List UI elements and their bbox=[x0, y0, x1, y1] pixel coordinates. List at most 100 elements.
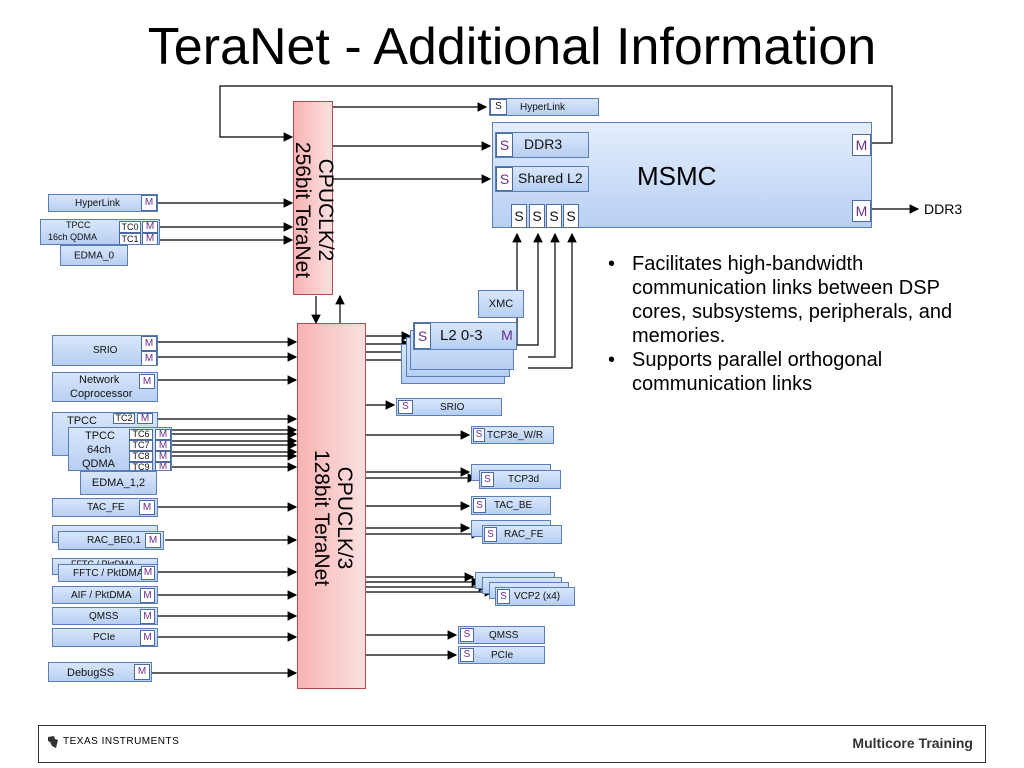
master-tag: M bbox=[145, 533, 161, 548]
master-tag: M bbox=[137, 413, 153, 424]
msmc-master-tag-top: M bbox=[852, 134, 871, 156]
msmc-core-slave-2: S bbox=[529, 204, 545, 228]
master-tag: M bbox=[140, 609, 155, 624]
vcp2-label: VCP2 (x4) bbox=[514, 591, 561, 602]
master-tag: M bbox=[140, 588, 155, 603]
msmc-core-slave-3: S bbox=[546, 204, 562, 228]
master-tag: M bbox=[155, 440, 171, 451]
tac-fe-label: TAC_FE bbox=[87, 502, 125, 513]
slave-tag: S bbox=[497, 589, 510, 604]
pcie-master-label: PCIe bbox=[93, 632, 116, 643]
tc9-tag: TC9 bbox=[129, 462, 153, 470]
hyperlink-slave: S HyperLink bbox=[489, 98, 599, 116]
tc7-tag: TC7 bbox=[129, 440, 153, 451]
tpcc64-front-name: TPCC bbox=[85, 430, 115, 442]
teranet-128bit: CPUCLK/3 128bit TeraNet bbox=[297, 323, 366, 689]
msmc-sharedl2-label: Shared L2 bbox=[518, 170, 583, 186]
network-label: Network bbox=[79, 374, 120, 386]
hyperlink-master: HyperLink M bbox=[48, 194, 158, 212]
tpcc64-back-name: TPCC bbox=[67, 415, 97, 427]
pcie-slave-label: PCIe bbox=[491, 650, 514, 661]
qmss-slave-label: QMSS bbox=[489, 630, 519, 641]
ti-brand: TEXAS INSTRUMENTS bbox=[63, 736, 180, 747]
bullet-item: Facilitates high-bandwidth communication… bbox=[604, 252, 984, 348]
footer-bar: TEXAS INSTRUMENTS Multicore Training bbox=[38, 725, 986, 763]
tcp3d-label: TCP3d bbox=[508, 474, 540, 485]
msmc-block: MSMC S DDR3 S Shared L2 M M S S S S bbox=[492, 122, 872, 228]
info-bullets: Facilitates high-bandwidth communication… bbox=[604, 252, 984, 396]
aif-master: AIF / PktDMA M bbox=[52, 586, 158, 604]
msmc-label: MSMC bbox=[637, 161, 717, 191]
pcie-slave: S PCIe bbox=[458, 646, 545, 664]
slave-tag: S bbox=[481, 472, 494, 487]
slave-tag: S bbox=[414, 323, 431, 349]
debugss-label: DebugSS bbox=[67, 667, 115, 679]
msmc-ddr3-port: S DDR3 bbox=[495, 132, 589, 158]
tac-fe-master: TAC_FE M bbox=[52, 498, 158, 517]
tpcc64-front-channels: 64ch bbox=[87, 444, 111, 456]
master-tag: M bbox=[139, 500, 155, 515]
teranet-256bit: CPUCLK/2 256bit TeraNet bbox=[291, 101, 337, 295]
master-tag: M bbox=[142, 221, 158, 233]
qmss-master-label: QMSS bbox=[89, 611, 119, 622]
coprocessor-label: Coprocessor bbox=[70, 388, 133, 400]
master-tag: M bbox=[142, 233, 158, 244]
qmss-slave: S QMSS bbox=[458, 626, 545, 644]
msmc-external-ddr3: DDR3 bbox=[924, 201, 963, 217]
xmc-block: XMC bbox=[478, 290, 524, 318]
slave-tag: S bbox=[473, 498, 486, 513]
teranet-256bit-width: 256bit TeraNet bbox=[291, 141, 314, 279]
debugss-master: DebugSS M bbox=[48, 662, 152, 682]
tpcc16-block: TPCC 16ch QDMA TC0 M TC1 M bbox=[40, 219, 160, 245]
edma0-label: EDMA_0 bbox=[73, 250, 114, 261]
master-tag: M bbox=[141, 336, 157, 351]
qmss-master: QMSS M bbox=[52, 607, 158, 625]
srio-slave-label: SRIO bbox=[440, 402, 465, 413]
tc1-tag: TC1 bbox=[119, 233, 141, 244]
master-tag: M bbox=[134, 664, 150, 680]
network-coprocessor: Network Coprocessor M bbox=[52, 372, 158, 402]
msmc-core-slave-1: S bbox=[511, 204, 527, 228]
edma0-block: EDMA_0 bbox=[60, 245, 128, 266]
l2-label: L2 0-3 bbox=[440, 327, 483, 344]
slave-tag: S bbox=[398, 400, 413, 414]
srio-master: SRIO M M bbox=[52, 335, 158, 366]
master-tag: M bbox=[139, 374, 155, 389]
master-tag: M bbox=[155, 429, 171, 440]
slave-tag: S bbox=[460, 648, 474, 662]
edma12-block: EDMA_1,2 bbox=[80, 471, 157, 495]
master-tag: M bbox=[141, 351, 157, 365]
msmc-ddr3-label: DDR3 bbox=[524, 136, 563, 152]
master-tag: M bbox=[155, 462, 171, 470]
hyperlink-master-label: HyperLink bbox=[75, 198, 121, 209]
fftc-front-label: FFTC / PktDMA bbox=[73, 568, 144, 579]
teranet-128bit-clock: CPUCLK/3 bbox=[333, 466, 356, 570]
bullet-item: Supports parallel orthogonal communicati… bbox=[604, 348, 984, 396]
slave-tag: S bbox=[460, 628, 474, 642]
tpcc16-name: TPCC bbox=[66, 220, 91, 230]
slave-tag: S bbox=[496, 133, 513, 157]
tcp3d-slave: S TCP3d bbox=[479, 470, 561, 489]
ti-logo-icon bbox=[47, 735, 59, 749]
master-tag: M bbox=[141, 566, 155, 580]
l2-memory: S L2 0-3 M bbox=[413, 322, 517, 350]
edma12-label: EDMA_1,2 bbox=[91, 476, 146, 489]
xmc-label: XMC bbox=[488, 297, 514, 310]
hyperlink-slave-label: HyperLink bbox=[520, 102, 566, 113]
tcp3e-label: TCP3e_W/R bbox=[487, 430, 544, 441]
msmc-sharedl2-port: S Shared L2 bbox=[495, 166, 589, 192]
tpcc16-channels: 16ch QDMA bbox=[48, 232, 98, 242]
slave-tag: S bbox=[490, 99, 507, 115]
slave-tag: S bbox=[473, 428, 485, 442]
tac-be-slave: S TAC_BE bbox=[471, 496, 551, 515]
tpcc64-front: TPCC 64ch QDMA TC6 M TC7 M TC8 M TC9 M bbox=[68, 427, 172, 471]
rac-be-master: RAC_BE0,1 M bbox=[58, 531, 164, 550]
course-name: Multicore Training bbox=[852, 735, 973, 751]
srio-master-label: SRIO bbox=[93, 345, 118, 356]
tc8-tag: TC8 bbox=[129, 451, 153, 462]
rac-fe-slave: S RAC_FE bbox=[482, 525, 562, 544]
pcie-master: PCIe M bbox=[52, 628, 158, 647]
slave-tag: S bbox=[484, 527, 497, 542]
master-tag: M bbox=[155, 451, 171, 462]
